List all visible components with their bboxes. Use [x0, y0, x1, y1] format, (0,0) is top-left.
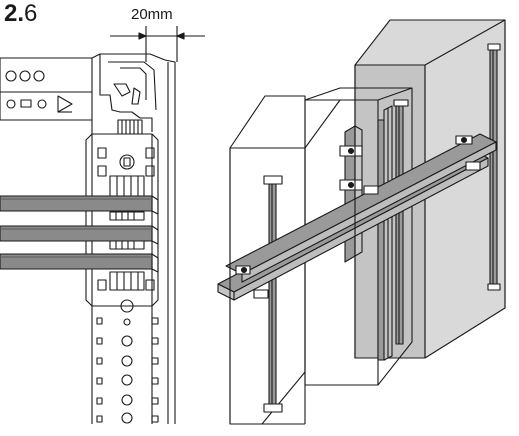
busbar-connectors — [235, 135, 481, 299]
frame-profile — [0, 53, 176, 424]
cabinet-edges — [229, 19, 506, 424]
step-number: 2.6 — [4, 2, 37, 26]
screw — [117, 119, 143, 135]
dimension-lines — [110, 26, 205, 62]
busbars — [0, 195, 159, 273]
rail-holes — [5, 70, 73, 113]
step-number-minor: 6 — [24, 0, 38, 27]
busbar-support — [85, 133, 159, 307]
cabinet-assembly — [217, 19, 506, 425]
step-number-major: 2. — [4, 0, 25, 27]
dimension-label: 20mm — [131, 6, 173, 23]
front-cabinet — [229, 95, 341, 425]
cabinet-busbar — [217, 133, 497, 301]
perforated-rails — [91, 299, 159, 424]
detail-view — [0, 26, 205, 424]
